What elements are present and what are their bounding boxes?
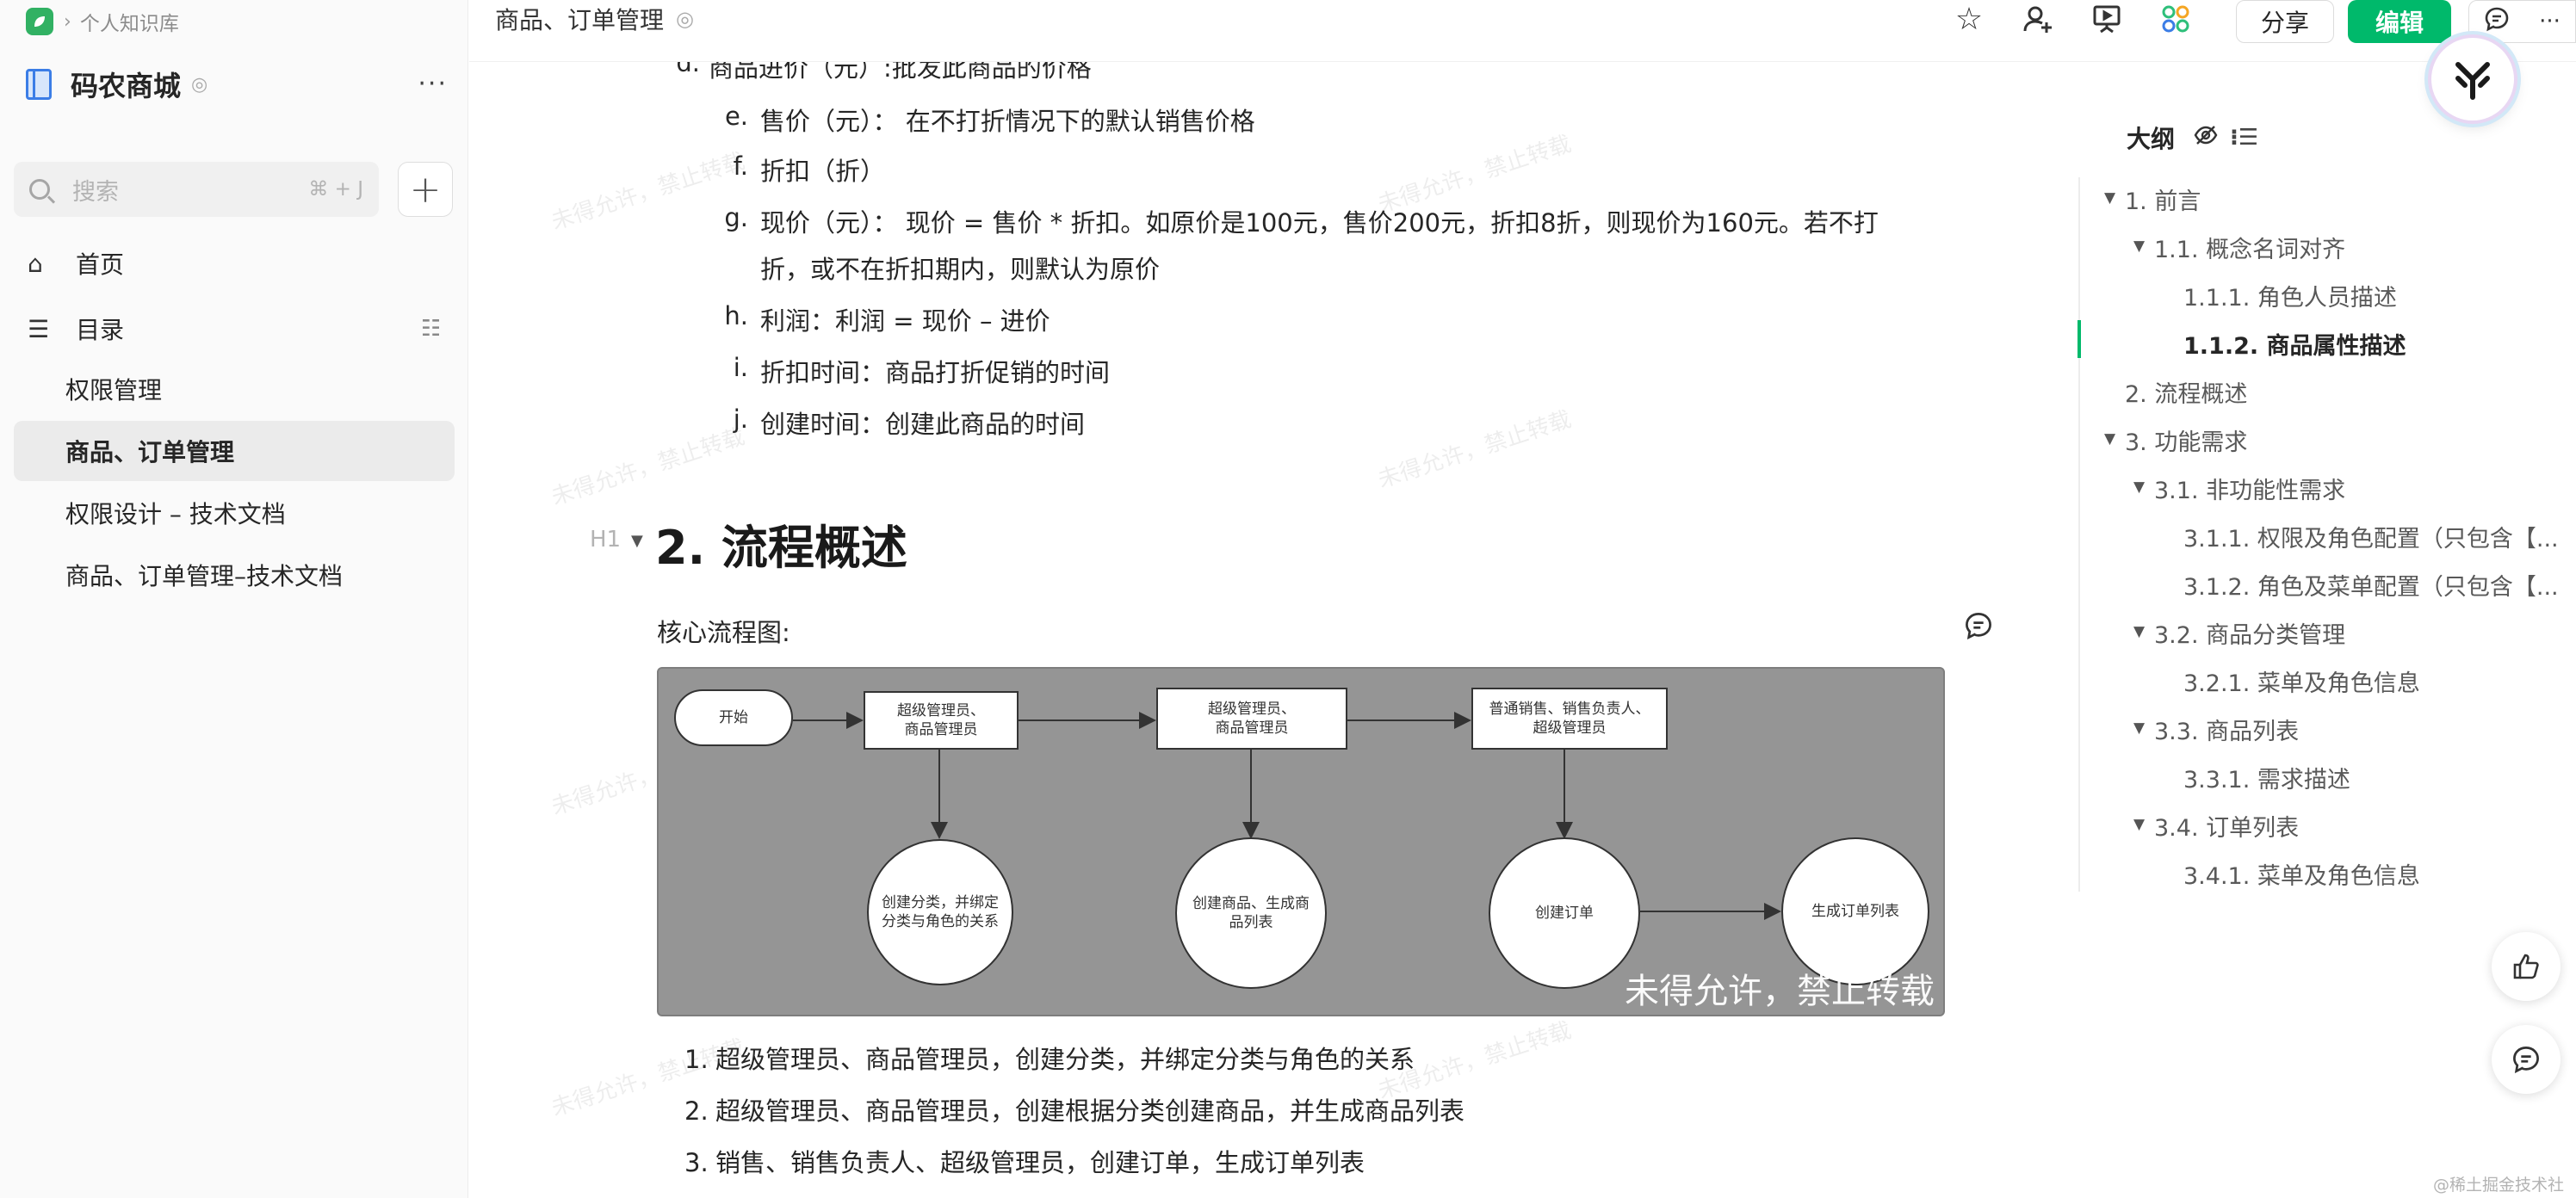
outline-item[interactable]: 3.2. 商品分类管理 <box>2154 622 2346 649</box>
outline-item[interactable]: 1.1.1. 角色人员描述 <box>2183 285 2397 312</box>
more-icon[interactable]: ··· <box>418 69 448 99</box>
list-item: e.售价（元）： 在不打折情况下的默认销售价格 <box>724 102 1255 136</box>
outline-header: 大纲 ⁝☰ <box>2127 120 2258 155</box>
outline-item[interactable]: 3.3.1. 需求描述 <box>2183 767 2350 794</box>
header-actions: ··· <box>2468 0 2576 43</box>
nav-toc[interactable]: ☰ 目录 ☷ <box>14 299 455 359</box>
list-item: f.折扣（折） <box>733 151 886 186</box>
outline-collapse-icon[interactable]: ▼ <box>2133 816 2146 833</box>
document-body: 未得允许，禁止转载 未得允许，禁止转载 未得允许，禁止转载 未得允许，禁止转载 … <box>469 62 2019 1198</box>
list-item: d.商品进价（元）:批发此商品的价格 <box>676 62 1092 83</box>
outline-collapse-icon[interactable]: ▼ <box>2104 430 2116 448</box>
toc-icon: ☰ <box>28 314 50 343</box>
list-item: 2.超级管理员、商品管理员，创建根据分类创建商品，并生成商品列表 <box>684 1096 1465 1126</box>
sidebar-doc-item[interactable]: 权限设计 – 技术文档 <box>65 500 286 528</box>
nav-home-label: 首页 <box>76 250 125 279</box>
add-button[interactable]: + <box>398 162 453 217</box>
outline-item[interactable]: 3.4.1. 菜单及角色信息 <box>2183 863 2420 890</box>
flow-node-sales: 普通销售、销售负责人、 超级管理员 <box>1471 688 1668 750</box>
chevron-right-icon: › <box>64 10 71 33</box>
hide-outline-icon[interactable] <box>2194 125 2218 151</box>
nav-toc-label: 目录 <box>76 316 125 344</box>
toc-collapse-icon[interactable]: ☷ <box>420 316 441 342</box>
outline-collapse-icon[interactable]: ▼ <box>2133 719 2146 737</box>
list-item-continued: 折，或不在折扣期内，则默认为原价 <box>760 255 1161 284</box>
flow-node-create-goods: 创建商品、生成商 品列表 <box>1175 837 1327 989</box>
share-button[interactable]: 分享 <box>2236 0 2334 43</box>
outline-collapse-icon[interactable]: ▼ <box>2133 479 2146 496</box>
list-item: i.折扣时间：商品打折促销的时间 <box>733 353 1111 387</box>
outline-item-active[interactable]: 1.1.2. 商品属性描述 <box>2183 333 2406 360</box>
breadcrumb: › 个人知识库 <box>26 7 179 36</box>
heading-level-marker: H1 <box>590 527 622 553</box>
outline-collapse-icon[interactable]: ▼ <box>2133 623 2146 640</box>
add-member-icon[interactable] <box>2019 0 2057 38</box>
outline-collapse-icon[interactable]: ▼ <box>2104 189 2116 207</box>
comment-icon[interactable] <box>2484 6 2510 38</box>
watermark: 未得允许，禁止转载 <box>1374 406 1575 494</box>
source-credit: @稀土掘金技术社区 <box>2433 1176 2565 1195</box>
list-item: j.创建时间：创建此商品的时间 <box>733 404 1086 439</box>
book-icon <box>26 69 52 100</box>
search-icon <box>29 179 50 200</box>
like-button[interactable] <box>2492 932 2561 1001</box>
list-item: h.利润：利润 = 现价 – 进价 <box>724 301 1050 336</box>
outline-collapse-icon[interactable]: ▼ <box>2133 238 2146 255</box>
doc-title: 商品、订单管理 ◎ <box>495 6 694 34</box>
comment-icon[interactable] <box>1964 611 1993 647</box>
list-item: g.现价（元）： 现价 = 售价 * 折扣。如原价是100元，售价200元，折扣… <box>724 203 1879 238</box>
sidebar-doc-item[interactable]: 权限管理 <box>65 376 163 404</box>
flow-node-start: 开始 <box>674 689 793 746</box>
outline-item[interactable]: 3.1. 非功能性需求 <box>2154 478 2346 504</box>
star-icon[interactable]: ☆ <box>1954 1 1984 37</box>
kb-title: 码农商城 <box>71 70 182 102</box>
outline-item[interactable]: 3.1.2. 角色及菜单配置（只包含【... <box>2183 574 2559 601</box>
search-shortcut: ⌘ + J <box>308 178 363 201</box>
heading-collapse-icon[interactable]: ▼ <box>631 532 643 550</box>
section-heading: 2. 流程概述 <box>655 521 907 575</box>
flow-node-create-category: 创建分类，并绑定 分类与角色的关系 <box>867 839 1013 985</box>
sync-status-icon: ◎ <box>676 7 694 31</box>
app-logo-icon[interactable] <box>26 8 53 35</box>
outline-item[interactable]: 1.1. 概念名词对齐 <box>2154 237 2346 263</box>
list-item: 1.超级管理员、商品管理员，创建分类，并绑定分类与角色的关系 <box>684 1045 1415 1074</box>
flowchart-image[interactable]: 开始 超级管理员、 商品管理员 超级管理员、 商品管理员 普通销售、销售负责人、… <box>657 667 1945 1016</box>
list-item: 3.销售、销售负责人、超级管理员，创建订单，生成订单列表 <box>684 1148 1365 1177</box>
more-icon[interactable]: ··· <box>2539 9 2561 34</box>
outline-item[interactable]: 3.1.1. 权限及角色配置（只包含【... <box>2183 526 2559 553</box>
flow-node-create-order: 创建订单 <box>1489 837 1640 989</box>
knowledge-base-header[interactable]: 码农商城 ◎ ··· <box>26 60 448 108</box>
outline-level-icon[interactable]: ⁝☰ <box>2230 125 2259 151</box>
sidebar-doc-item[interactable]: 商品、订单管理–技术文档 <box>65 562 344 590</box>
flow-node-admin: 超级管理员、 商品管理员 <box>864 691 1019 750</box>
outline-item[interactable]: 2. 流程概述 <box>2125 381 2248 408</box>
breadcrumb-link[interactable]: 个人知识库 <box>79 13 179 35</box>
outline-item[interactable]: 3.4. 订单列表 <box>2154 815 2300 842</box>
nav-home[interactable]: ⌂ 首页 <box>14 233 455 293</box>
sidebar-doc-item-active[interactable]: 商品、订单管理 <box>14 421 455 481</box>
outline-active-indicator <box>2078 320 2081 358</box>
home-icon: ⌂ <box>28 249 43 278</box>
flowchart-connectors <box>793 712 1781 920</box>
edit-button[interactable]: 编辑 <box>2348 0 2451 43</box>
image-watermark: 未得允许，禁止转载 <box>1625 972 1935 1011</box>
outline-item[interactable]: 3. 功能需求 <box>2125 429 2248 456</box>
flow-node-order-list: 生成订单列表 <box>1781 837 1929 985</box>
present-icon[interactable] <box>2088 0 2126 38</box>
search-placeholder: 搜索 <box>72 178 119 206</box>
outline-title: 大纲 <box>2127 125 2176 153</box>
outline-item[interactable]: 3.3. 商品列表 <box>2154 719 2300 745</box>
sync-status-icon: ◎ <box>191 73 208 96</box>
sidebar: › 个人知识库 码农商城 ◎ ··· 搜索 ⌘ + J + ⌂ 首页 ☰ 目录 … <box>0 0 468 1198</box>
ai-assistant-button[interactable] <box>2431 38 2514 120</box>
flowchart-caption: 核心流程图: <box>657 618 790 647</box>
apps-icon[interactable] <box>2157 0 2195 38</box>
top-bar: 商品、订单管理 ◎ ☆ 分享 编辑 ··· <box>469 0 2576 62</box>
outline-rail <box>2078 177 2080 892</box>
search-input[interactable]: 搜索 ⌘ + J <box>14 162 379 217</box>
flow-node-admin: 超级管理员、 商品管理员 <box>1156 688 1347 750</box>
comment-button[interactable] <box>2492 1025 2561 1094</box>
outline-item[interactable]: 1. 前言 <box>2125 188 2201 215</box>
outline-item[interactable]: 3.2.1. 菜单及角色信息 <box>2183 670 2420 697</box>
